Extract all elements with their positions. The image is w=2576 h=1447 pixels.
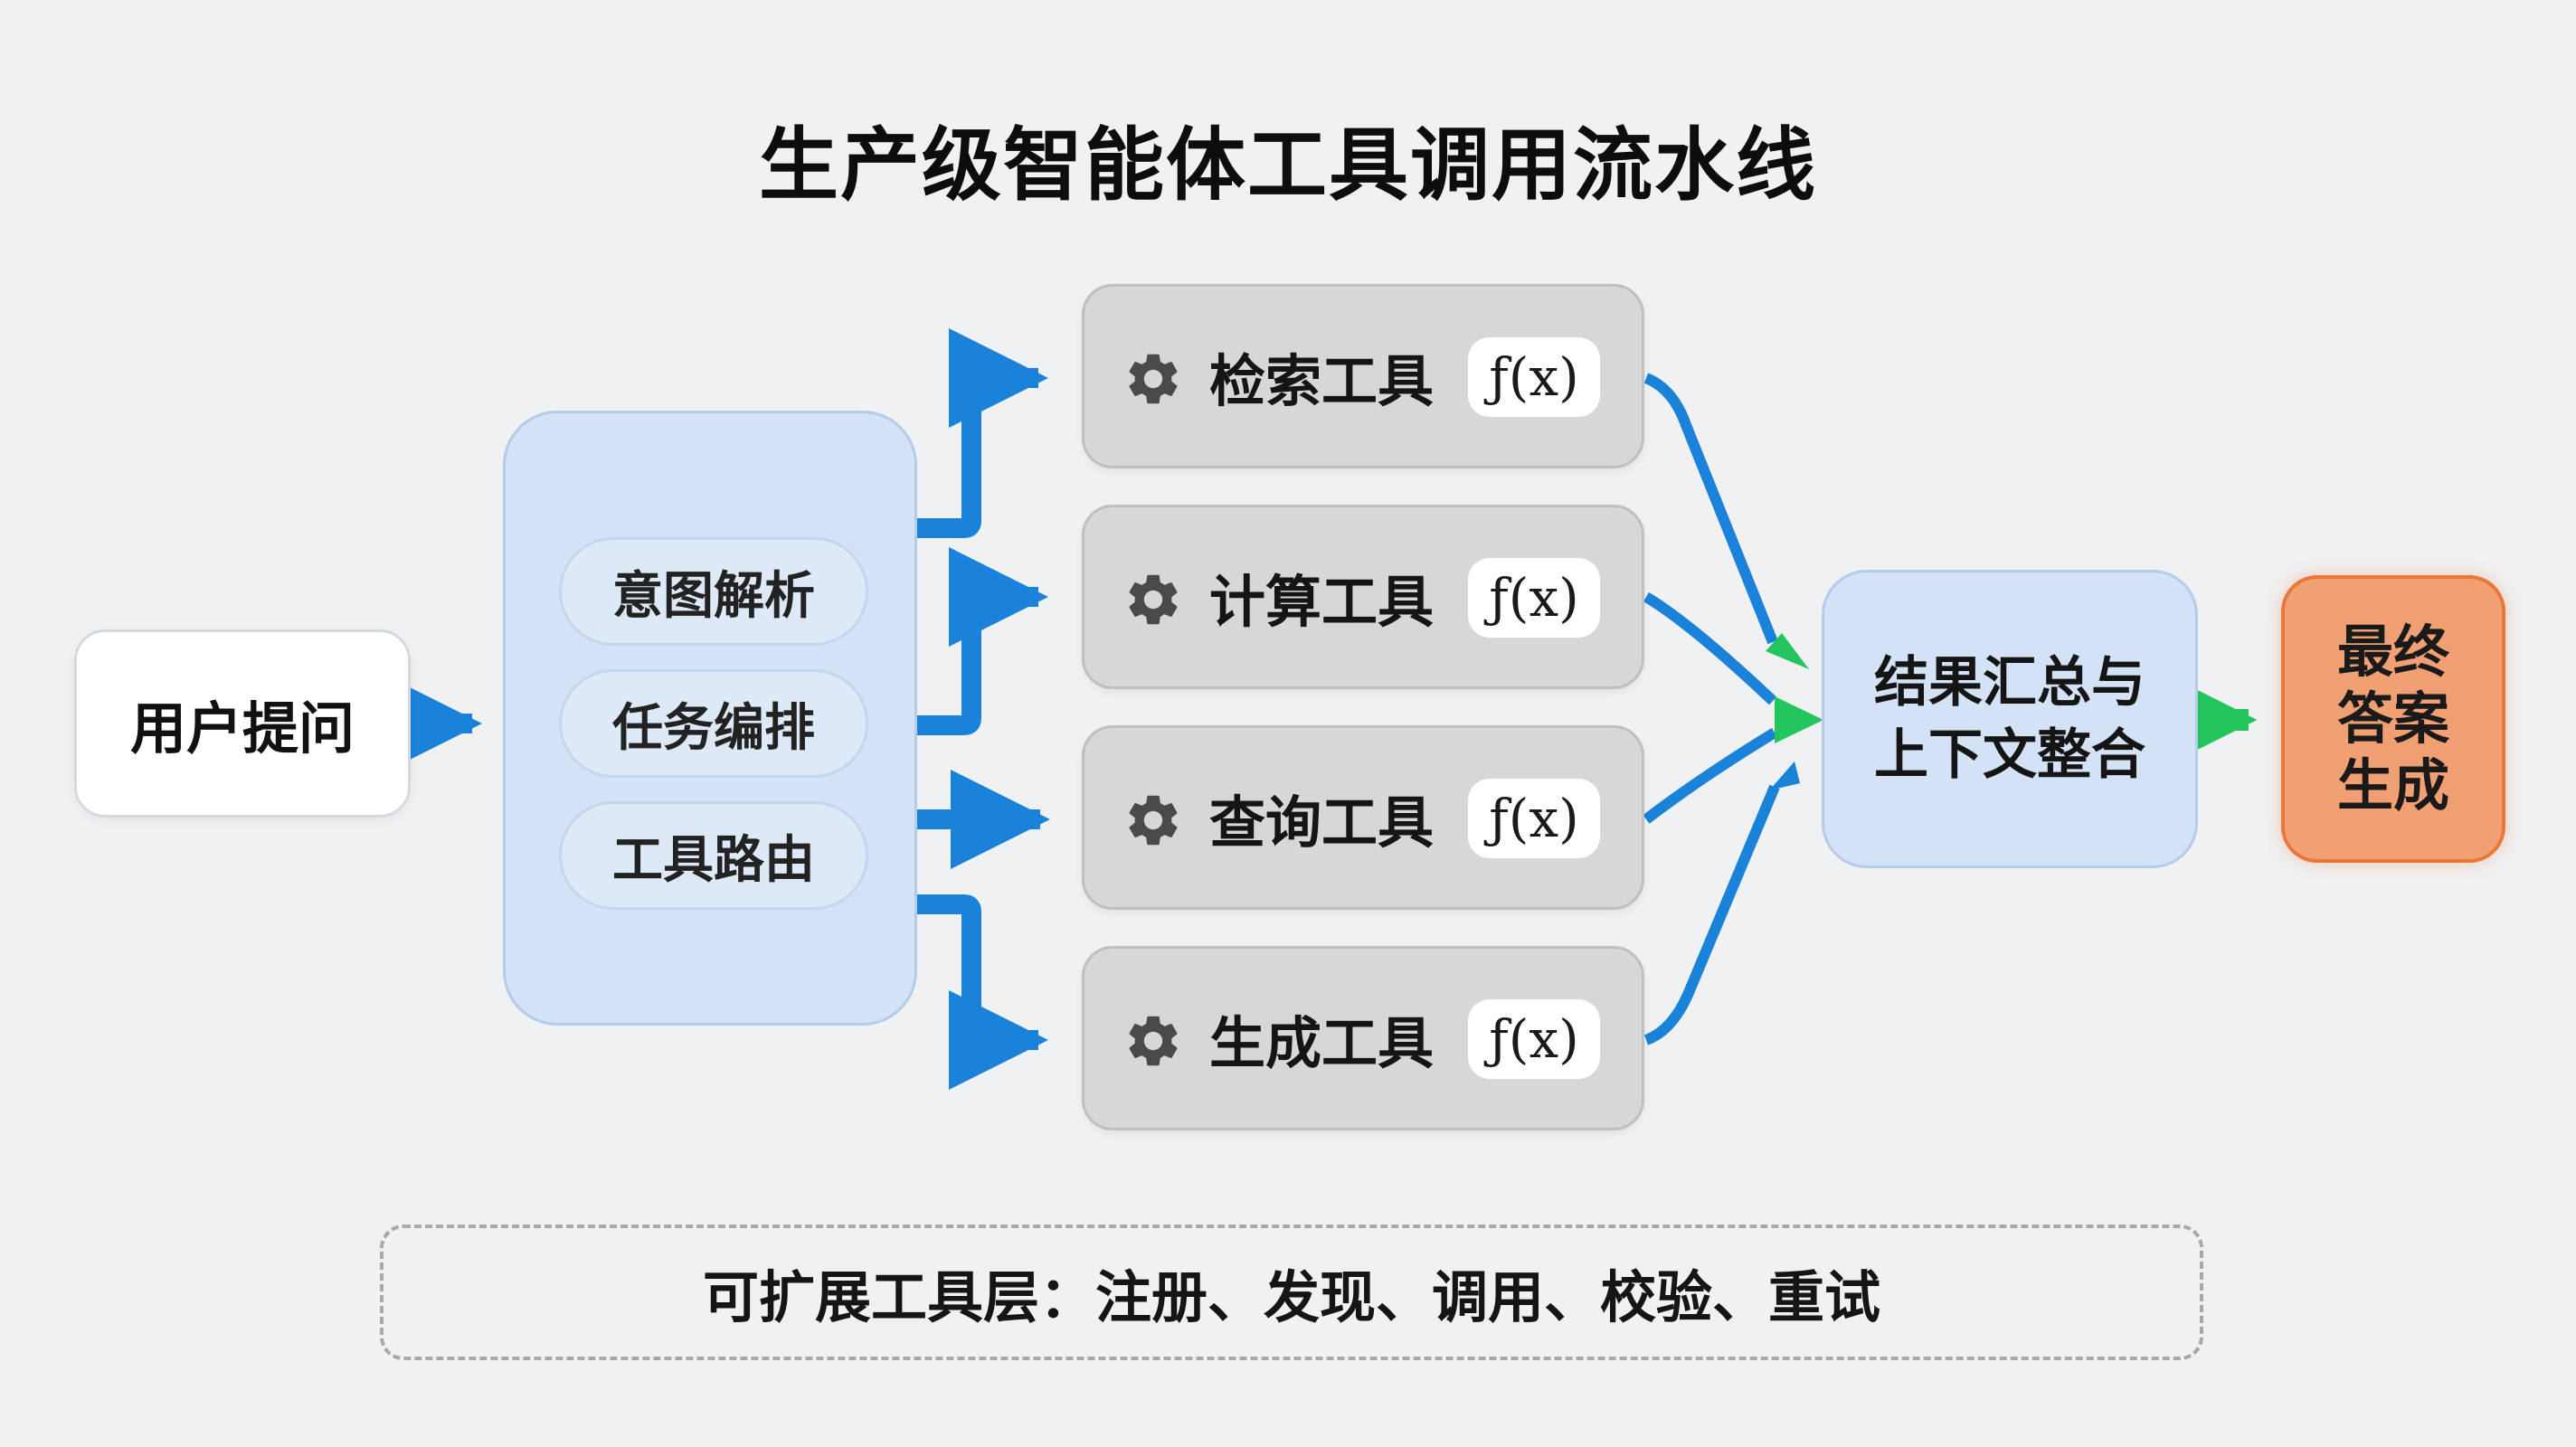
- arrow-tool-4-to-merge: [1643, 784, 1780, 1045]
- arrowhead-merge-top: [1766, 633, 1809, 669]
- tool-node-query: 查询工具 ƒ(x): [1082, 725, 1644, 910]
- function-badge: ƒ(x): [1468, 779, 1600, 858]
- tool-label: 查询工具: [1209, 790, 1435, 856]
- tool-node-retrieval: 检索工具 ƒ(x): [1082, 284, 1644, 468]
- arrow-router-to-tool-2: [917, 547, 1048, 735]
- merge-node: 结果汇总与 上下文整合: [1822, 570, 2198, 868]
- merge-label-line-2: 上下文整合: [1874, 724, 2145, 787]
- tool-node-generation: 生成工具 ƒ(x): [1082, 946, 1644, 1130]
- arrowhead-merge-bottom: [1769, 761, 1800, 790]
- arrow-router-to-tool-1: [917, 328, 1048, 538]
- arrow-tool-3-to-merge: [1643, 727, 1778, 824]
- final-answer-node: 最终 答案 生成: [2281, 575, 2505, 863]
- merge-label-line-1: 结果汇总与: [1874, 651, 2145, 714]
- gear-icon: [1129, 574, 1178, 625]
- arrowhead-merge-middle: [1775, 696, 1823, 743]
- function-badge: ƒ(x): [1468, 337, 1600, 417]
- tool-label: 生成工具: [1209, 1010, 1435, 1076]
- arrow-tool-2-to-merge: [1643, 591, 1777, 705]
- gear-icon: [1129, 1016, 1178, 1066]
- final-label-line-2: 答案: [2336, 686, 2449, 752]
- step-tool-routing: 工具路由: [559, 801, 868, 910]
- arrow-router-to-tool-4: [917, 894, 1048, 1090]
- gear-icon: [1129, 354, 1178, 404]
- function-badge: ƒ(x): [1468, 558, 1600, 638]
- final-label-line-1: 最终: [2336, 619, 2449, 685]
- tool-label: 计算工具: [1209, 569, 1435, 635]
- tool-node-calculation: 计算工具 ƒ(x): [1082, 505, 1644, 689]
- step-intent-parsing: 意图解析: [559, 537, 868, 646]
- final-label-line-3: 生成: [2336, 752, 2449, 818]
- user-question-node: 用户提问: [74, 629, 411, 818]
- extensible-tool-layer: 可扩展工具层：注册、发现、调用、校验、重试: [380, 1225, 2203, 1360]
- gear-icon: [1129, 795, 1178, 846]
- function-badge: ƒ(x): [1468, 999, 1600, 1079]
- diagram-title: 生产级智能体工具调用流水线: [758, 118, 1817, 212]
- arrow-tool-1-to-merge: [1643, 373, 1778, 645]
- step-task-orchestration: 任务编排: [559, 669, 868, 778]
- tool-label: 检索工具: [1209, 348, 1435, 414]
